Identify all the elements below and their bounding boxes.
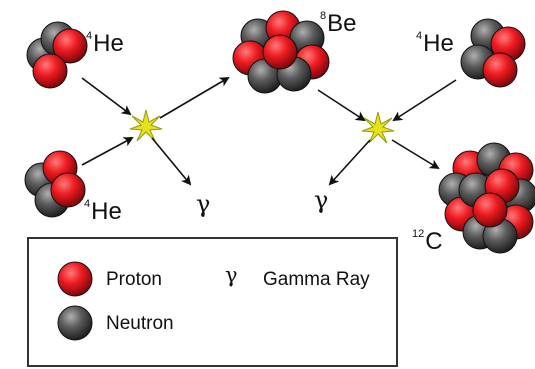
arrow-he4b-to-star1 [81,137,134,166]
proton-sphere [262,34,298,70]
arrow-star2-to-gamma [328,139,371,186]
he4-bottom-left-nucleus [24,150,86,218]
he4-top-left-nucleus [26,21,88,89]
label-he4-right: 4He [416,30,454,57]
element-symbol: C [425,228,443,255]
proton-sphere [52,28,88,64]
he4-right-nucleus [460,18,526,88]
reaction-star-1 [129,109,163,142]
legend-gamma-icon: γ [225,263,238,287]
legend-neutron-icon [57,305,93,341]
element-symbol: Be [327,10,357,37]
label-he4-top-left: 4He [86,30,124,57]
proton-sphere [482,52,518,88]
element-symbol: He [423,30,454,57]
triple-alpha-diagram [24,10,535,254]
mass-number: 8 [320,10,327,22]
c12-nucleus [438,142,535,254]
arrow-star1-to-be8 [159,76,230,119]
element-symbol: He [91,198,122,225]
mass-number: 4 [86,30,93,42]
label-c12: 12C [412,228,443,255]
arrow-he4r-to-star2 [392,79,457,122]
arrow-be8-to-star2 [317,89,366,122]
gamma-label-1: γ [196,190,211,218]
arrow-he4-to-star1 [81,77,132,116]
be8-nucleus [232,10,330,94]
mass-number: 4 [416,30,423,42]
gamma-label-2: γ [314,186,329,214]
legend-swatches [57,261,93,341]
element-symbol: He [93,30,124,57]
legend-proton-icon [57,261,93,297]
reaction-star-2 [361,111,395,144]
mass-number: 12 [412,228,425,240]
proton-sphere [32,53,68,89]
proton-sphere [50,172,86,208]
mass-number: 4 [84,198,91,210]
legend: Proton Neutron γ Gamma Ray [27,237,398,367]
arrow-star2-to-c12 [391,139,440,170]
legend-proton-label: Proton [106,269,162,290]
label-he4-bottom-left: 4He [84,198,122,225]
proton-sphere [472,192,508,228]
legend-neutron-label: Neutron [106,313,174,334]
legend-gamma-label: Gamma Ray [263,269,370,290]
arrow-star1-to-gamma [151,137,192,186]
label-be8: 8Be [320,10,357,37]
